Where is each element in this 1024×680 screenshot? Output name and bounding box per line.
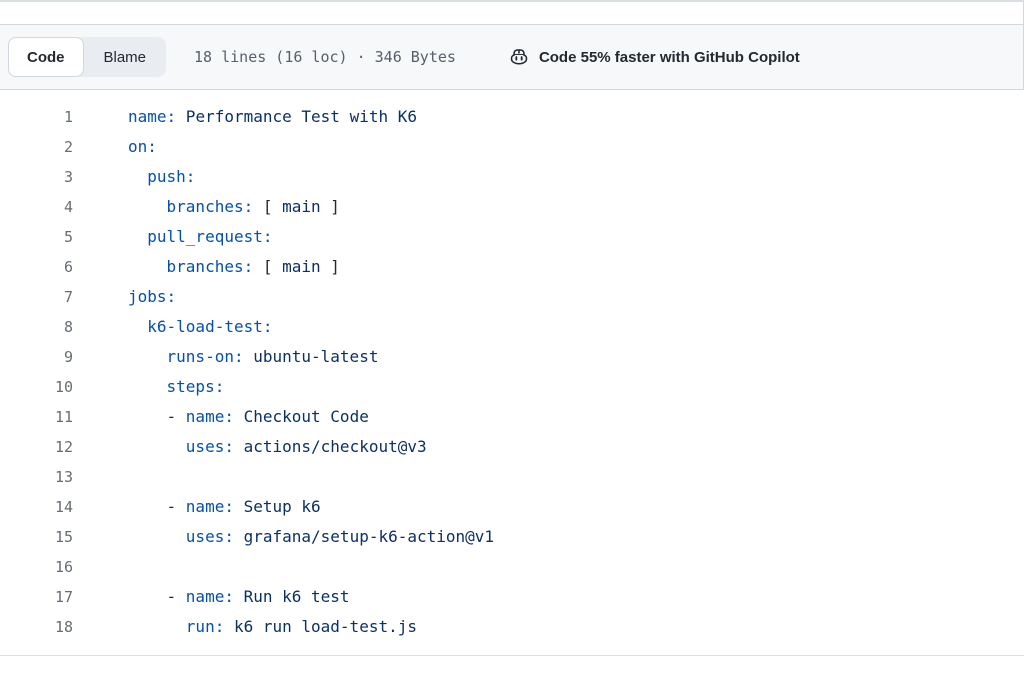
code-line: 13 — [0, 462, 1024, 492]
line-number[interactable]: 8 — [63, 318, 73, 336]
code-line: 4 branches: [ main ] — [0, 192, 1024, 222]
line-number[interactable]: 17 — [54, 588, 73, 606]
code-line-text — [73, 462, 128, 492]
code-line: 10 steps: — [0, 372, 1024, 402]
code-line: 9 runs-on: ubuntu-latest — [0, 342, 1024, 372]
tab-blame[interactable]: Blame — [84, 37, 167, 77]
file-stats: 18 lines (16 loc) · 346 Bytes — [194, 48, 456, 66]
tab-code[interactable]: Code — [8, 37, 84, 77]
code-line-text: name: Performance Test with K6 — [128, 107, 417, 126]
code-line: 7 jobs: — [0, 282, 1024, 312]
code-line-text: runs-on: ubuntu-latest — [166, 347, 379, 366]
code-line: 15 uses: grafana/setup-k6-action@v1 — [0, 522, 1024, 552]
code-line-text: pull_request: — [147, 227, 273, 246]
page-top-spacer — [0, 0, 1024, 24]
copilot-banner[interactable]: Code 55% faster with GitHub Copilot — [508, 46, 800, 68]
code-line: 11 - name: Checkout Code — [0, 402, 1024, 432]
code-line-text: k6-load-test: — [147, 317, 273, 336]
code-line-text: - name: Run k6 test — [128, 587, 350, 606]
line-number[interactable]: 3 — [63, 168, 73, 186]
code-line: 18 run: k6 run load-test.js — [0, 612, 1024, 642]
code-line: 17 - name: Run k6 test — [0, 582, 1024, 612]
line-number[interactable]: 12 — [54, 438, 73, 456]
line-number[interactable]: 13 — [54, 468, 73, 486]
code-line-text: on: — [128, 137, 157, 156]
copilot-banner-text: Code 55% faster with GitHub Copilot — [538, 48, 800, 66]
code-line-text — [73, 552, 128, 582]
line-number[interactable]: 16 — [54, 558, 73, 576]
code-line-text: - name: Checkout Code — [128, 407, 369, 426]
code-line-text: uses: actions/checkout@v3 — [185, 437, 427, 456]
code-line-text: jobs: — [128, 287, 177, 306]
code-view: 1 name: Performance Test with K6 2 on: 3 pus… — [0, 90, 1024, 656]
code-line-text: run: k6 run load-test.js — [185, 617, 417, 636]
code-line: 2 on: — [0, 132, 1024, 162]
code-line: 1 name: Performance Test with K6 — [0, 102, 1024, 132]
line-number[interactable]: 2 — [63, 138, 73, 156]
code-blame-switcher: Code Blame — [8, 37, 167, 77]
line-number[interactable]: 18 — [54, 618, 73, 636]
code-line: 3 push: — [0, 162, 1024, 192]
code-line-text: branches: [ main ] — [166, 257, 340, 276]
line-number[interactable]: 11 — [54, 408, 73, 426]
copilot-icon — [508, 46, 530, 68]
code-line-text: push: — [147, 167, 196, 186]
line-number[interactable]: 10 — [54, 378, 73, 396]
code-line: 12 uses: actions/checkout@v3 — [0, 432, 1024, 462]
code-line: 5 pull_request: — [0, 222, 1024, 252]
line-number[interactable]: 9 — [63, 348, 73, 366]
line-number[interactable]: 15 — [54, 528, 73, 546]
code-line: 14 - name: Setup k6 — [0, 492, 1024, 522]
code-line-text: - name: Setup k6 — [128, 497, 321, 516]
code-line: 8 k6-load-test: — [0, 312, 1024, 342]
code-line-text: steps: — [166, 377, 225, 396]
line-number[interactable]: 6 — [63, 258, 73, 276]
code-line-text: branches: [ main ] — [166, 197, 340, 216]
line-number[interactable]: 5 — [63, 228, 73, 246]
line-number[interactable]: 14 — [54, 498, 73, 516]
file-toolbar: Code Blame 18 lines (16 loc) · 346 Bytes… — [0, 24, 1024, 90]
line-number[interactable]: 4 — [63, 198, 73, 216]
code-line: 6 branches: [ main ] — [0, 252, 1024, 282]
code-line-text: uses: grafana/setup-k6-action@v1 — [185, 527, 495, 546]
line-number[interactable]: 1 — [63, 108, 73, 126]
line-number[interactable]: 7 — [63, 288, 73, 306]
code-line: 16 — [0, 552, 1024, 582]
